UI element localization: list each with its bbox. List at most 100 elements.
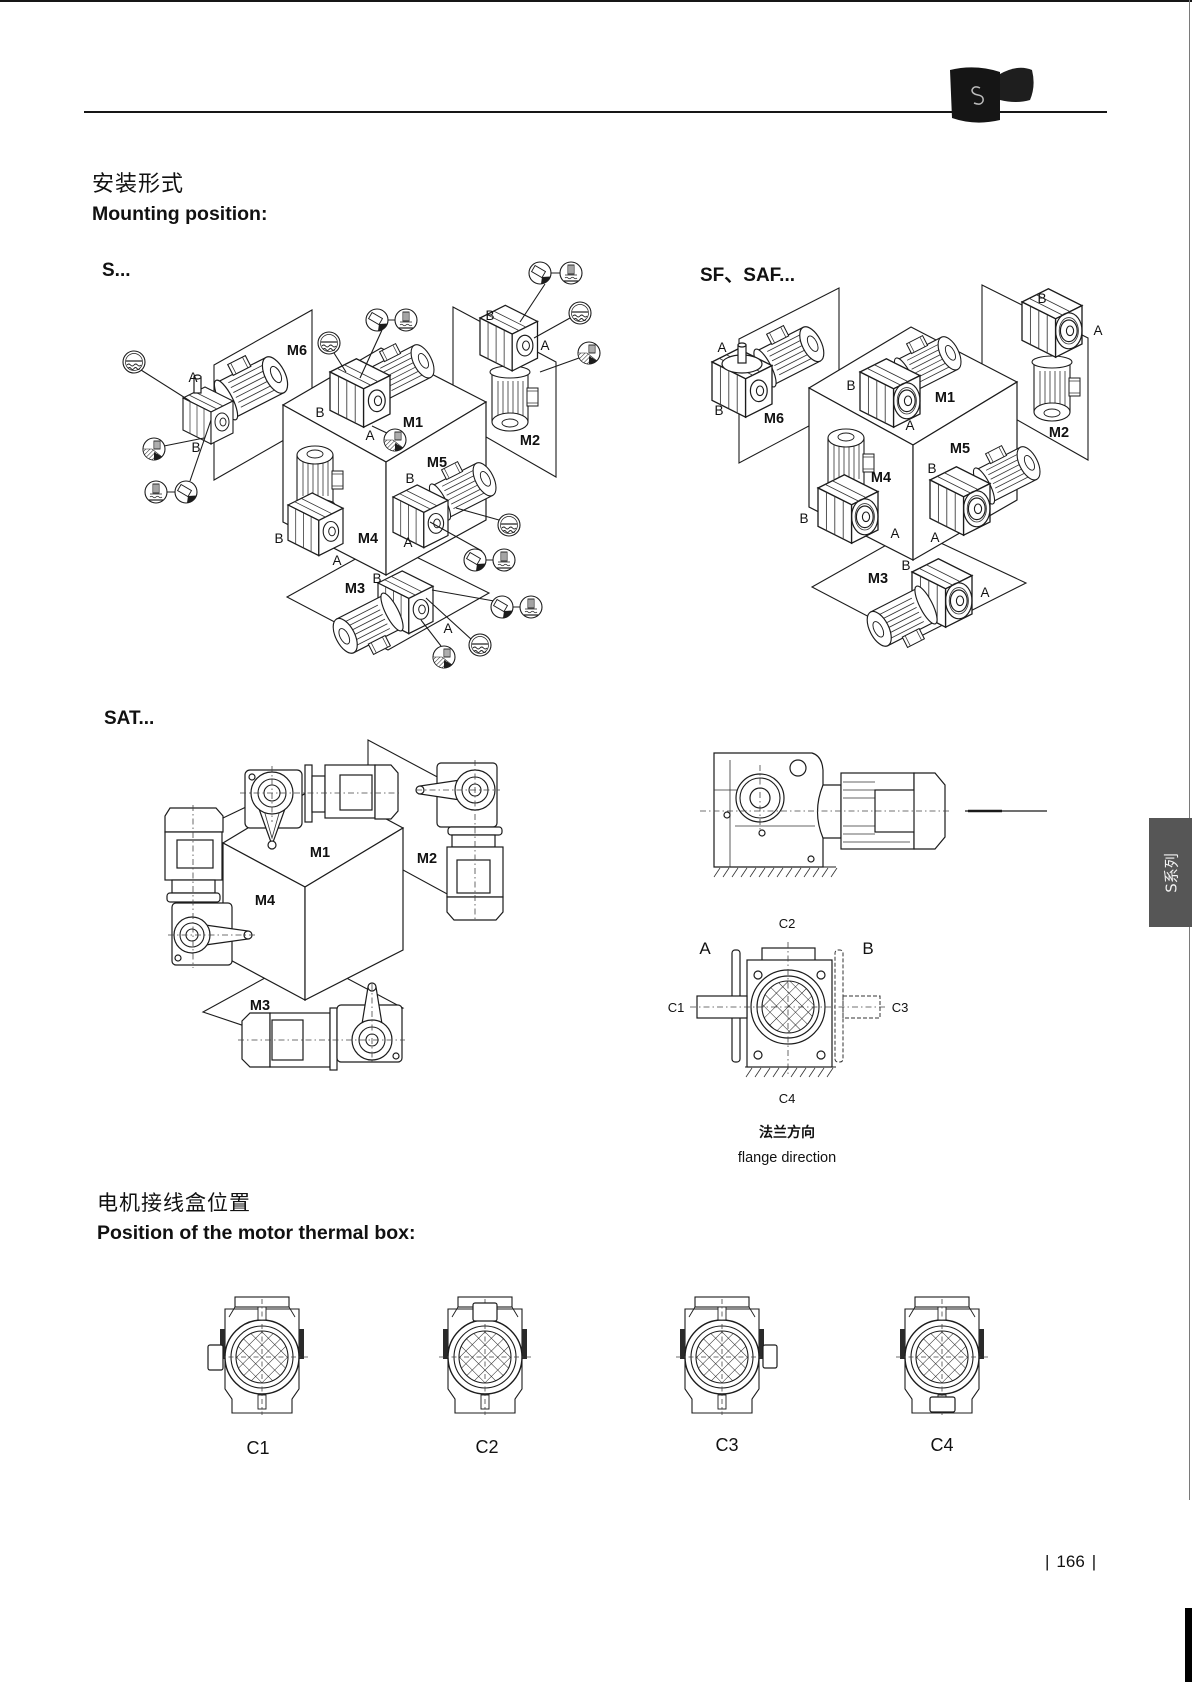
- thermal-box-c3: C3: [675, 1296, 778, 1455]
- thermal-box-positions: C1 C2 C3 C4: [207, 1296, 989, 1458]
- motor-flange: [304, 764, 313, 823]
- sat-label-m2: M2: [417, 851, 437, 867]
- ground-hatch-lines: [713, 867, 838, 878]
- bolt-hole: [753, 970, 763, 980]
- gear-unit-front-view: [675, 1296, 769, 1416]
- terminal-box-top: [472, 1302, 498, 1322]
- oil-level-icon: [497, 513, 521, 537]
- s-label-m2: M2: [520, 433, 540, 449]
- bolt-hole: [723, 811, 731, 819]
- ground-hatch: [713, 866, 838, 878]
- sf-gearmotor-m2: [1022, 289, 1082, 422]
- thermal-box-c4: C4: [895, 1296, 989, 1455]
- bolt-hole: [816, 1050, 826, 1060]
- s-label-m1: M1: [403, 415, 423, 431]
- drain-plug-icon: [142, 437, 166, 461]
- flange-caption-en: flange direction: [738, 1150, 836, 1166]
- top-cap: [761, 947, 816, 962]
- terminal-box: [874, 789, 917, 833]
- fan-cover: [164, 807, 224, 833]
- breather-icon: [394, 308, 418, 332]
- s-label-m6: M6: [287, 343, 307, 359]
- bolt-hole: [758, 829, 766, 837]
- sf-m3-side-a: A: [980, 585, 989, 600]
- bolt-hole: [753, 1050, 763, 1060]
- flange-caption-cn: 法兰方向: [759, 1124, 815, 1141]
- flange-direction-diagram: C2 A B C1 C3 C4 法兰方向 flange direction: [668, 916, 909, 1166]
- sf-m6-side-a: A: [717, 340, 726, 355]
- center-lines: [238, 984, 405, 1064]
- gearbox: [1022, 289, 1082, 357]
- flange-label-c2: C2: [779, 916, 796, 931]
- sf-m1-side-a: A: [905, 418, 914, 433]
- sf-m5-side-a: A: [930, 530, 939, 545]
- bolt-hole: [174, 954, 182, 962]
- s-m2-side-b: B: [485, 308, 494, 323]
- s-m3-side-b: B: [372, 571, 381, 586]
- logo-mark: [971, 86, 984, 105]
- sat-label-m1: M1: [310, 845, 330, 861]
- breather-icon: [492, 548, 516, 572]
- output-shaft-end: [737, 342, 747, 348]
- sf-m1-side-b: B: [846, 378, 855, 393]
- center-lines: [700, 765, 950, 830]
- terminal-box: [339, 774, 373, 811]
- center-lines: [690, 942, 885, 1077]
- right-edge-line: [1189, 0, 1190, 1500]
- breather-icon: [519, 595, 543, 619]
- ground-hatch-lines: [745, 1067, 834, 1078]
- s-m5-side-a: A: [403, 535, 412, 550]
- mounting-position-title-en: Mounting position:: [92, 203, 268, 225]
- flange-label-c1: C1: [668, 1000, 685, 1015]
- sf-label-m1: M1: [935, 390, 955, 406]
- oil-level-icon: [568, 301, 592, 325]
- s-m1-side-b: B: [315, 405, 324, 420]
- fan-cover: [374, 764, 399, 820]
- sf-label-m4: M4: [871, 470, 891, 486]
- sf-m4-side-b: B: [799, 511, 808, 526]
- thermal-box-label: C4: [930, 1435, 953, 1455]
- output-shaft: [737, 344, 747, 364]
- flange-label-b: B: [862, 939, 873, 958]
- s-m2-side-a: A: [540, 338, 549, 353]
- sf-label-m2: M2: [1049, 425, 1069, 441]
- sf-gearmotor-m6: [711, 313, 831, 418]
- coupling: [171, 879, 216, 894]
- sat-series-title: SAT...: [104, 708, 155, 729]
- terminal-box: [176, 839, 214, 869]
- coupling: [451, 834, 496, 848]
- motor: [1031, 355, 1081, 422]
- bolt-hole: [816, 970, 826, 980]
- thermal-box-title-en: Position of the motor thermal box:: [97, 1222, 416, 1244]
- flange-side-b: [834, 949, 844, 1063]
- flange-label-c4: C4: [779, 1091, 796, 1106]
- motor-flange: [166, 892, 221, 903]
- oil-level-icon: [122, 350, 146, 374]
- s-m1-side-a: A: [365, 428, 374, 443]
- drain-plug-icon: [577, 341, 601, 365]
- sat-gearmotor-m1: [240, 764, 402, 850]
- mounting-position-title-cn: 安装形式: [92, 172, 185, 197]
- oil-level-icon: [468, 633, 492, 657]
- top-edge-line: [0, 0, 1192, 2]
- drain-plug-icon: [432, 645, 456, 669]
- sf-saf-series-diagram: M6 A B M1 B A M2 B A M5 B A M4 B A M3 B …: [711, 284, 1103, 660]
- sf-saf-series-title: SF、SAF...: [700, 265, 796, 286]
- gearmotor-side-view: [700, 752, 1047, 878]
- sf-label-m3: M3: [868, 571, 888, 587]
- terminal-box: [456, 859, 491, 894]
- drain-plug-icon: [383, 428, 407, 452]
- sf-m3-side-b: B: [901, 558, 910, 573]
- vent-plug-icon: [463, 548, 487, 572]
- thermal-box-title-cn: 电机接线盒位置: [97, 1191, 251, 1215]
- page-number: |166|: [1038, 1552, 1103, 1572]
- header-rule: [84, 111, 1107, 113]
- sat-series-diagram: M1 M2 M4 M3: [164, 739, 504, 1071]
- breather-icon: [559, 261, 583, 285]
- vent-plug-icon: [365, 308, 389, 332]
- terminal-box-left: [207, 1344, 224, 1371]
- sat-label-m4: M4: [255, 893, 275, 909]
- sat-gearmotor-m2: [415, 760, 504, 922]
- vent-plug-icon: [490, 595, 514, 619]
- coupling: [311, 775, 326, 813]
